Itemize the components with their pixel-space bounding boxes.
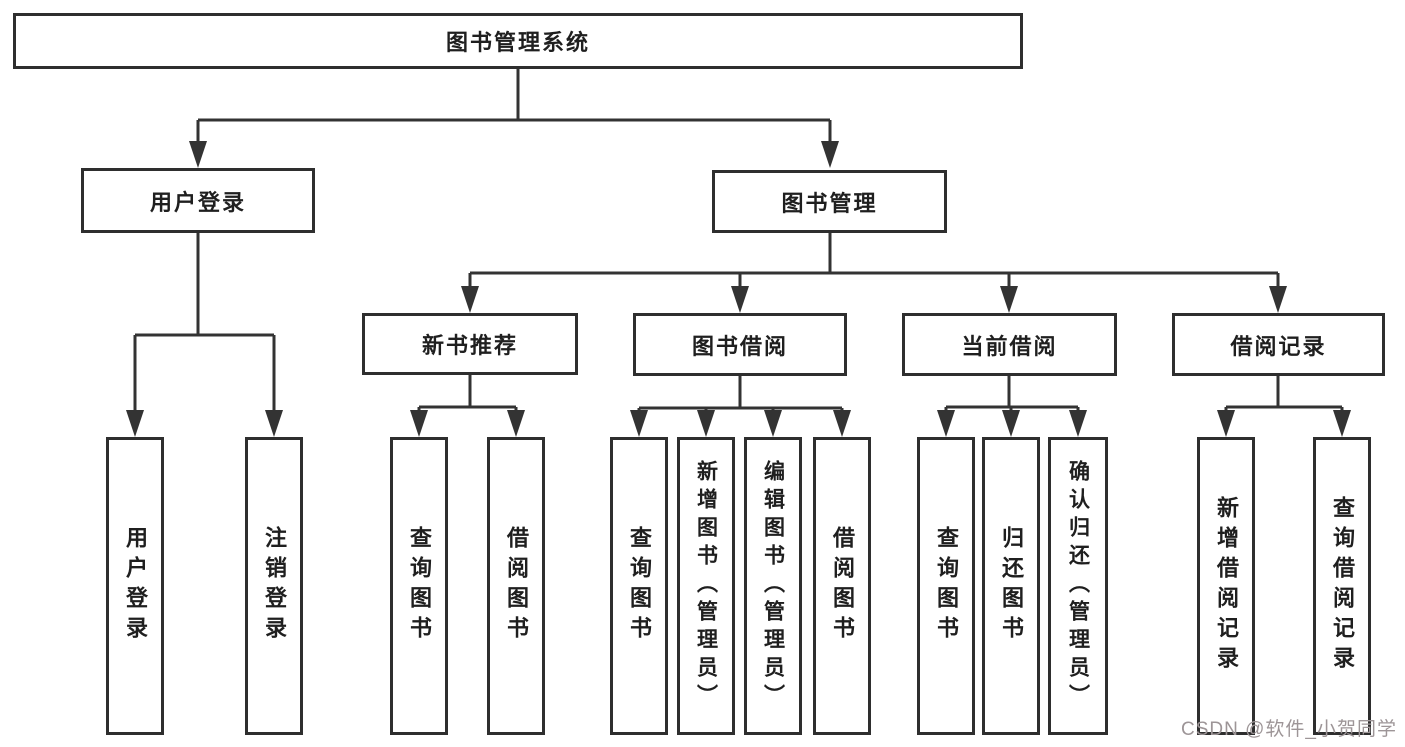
leaf-label: 借阅图书 — [830, 526, 855, 646]
leaf-label: 新增借阅记录 — [1214, 496, 1239, 676]
node-label: 用户登录 — [149, 189, 246, 215]
node-label: 新书推荐 — [421, 333, 518, 358]
leaf-label: 确认归还（管理员） — [1066, 460, 1090, 712]
leaf-label: 用户登录 — [123, 526, 148, 646]
leaf-logout: 注销登录 — [245, 437, 303, 735]
node-label: 当前借阅 — [961, 333, 1058, 359]
node-label: 图书借阅 — [691, 333, 788, 359]
leaf-return-books: 归还图书 — [982, 437, 1040, 735]
leaf-query-books-recommend: 查询图书 — [390, 437, 448, 735]
node-new-book-recommendation: 新书推荐 — [362, 313, 578, 375]
node-borrowing-records: 借阅记录 — [1172, 313, 1385, 376]
leaf-user-login: 用户登录 — [106, 437, 164, 735]
leaf-query-books-current: 查询图书 — [917, 437, 975, 735]
leaf-label: 查询图书 — [934, 526, 959, 646]
leaf-label: 归还图书 — [999, 526, 1024, 646]
leaf-query-books-borrowing: 查询图书 — [610, 437, 668, 735]
node-library-management-system: 图书管理系统 — [13, 13, 1023, 69]
leaf-label: 查询图书 — [627, 526, 652, 646]
leaf-edit-book-admin: 编辑图书（管理员） — [744, 437, 802, 735]
leaf-label: 查询图书 — [407, 526, 432, 646]
node-current-borrowing: 当前借阅 — [902, 313, 1117, 376]
arrowheads — [126, 141, 1351, 437]
node-book-management: 图书管理 — [712, 170, 947, 233]
leaf-borrow-books-borrowing: 借阅图书 — [813, 437, 871, 735]
node-label: 图书管理系统 — [445, 30, 590, 55]
node-label: 借阅记录 — [1230, 333, 1327, 359]
leaf-borrow-books-recommend: 借阅图书 — [487, 437, 545, 735]
leaf-confirm-return-admin: 确认归还（管理员） — [1048, 437, 1108, 735]
node-book-borrowing: 图书借阅 — [633, 313, 847, 376]
leaf-label: 新增图书（管理员） — [694, 460, 718, 712]
leaf-add-book-admin: 新增图书（管理员） — [677, 437, 735, 735]
leaf-label: 查询借阅记录 — [1330, 496, 1355, 676]
watermark-text: CSDN @软件_小贺同学 — [1181, 719, 1397, 740]
leaf-label: 编辑图书（管理员） — [761, 460, 785, 712]
node-user-login: 用户登录 — [81, 168, 315, 233]
leaf-label: 注销登录 — [262, 526, 287, 646]
leaf-label: 借阅图书 — [504, 526, 529, 646]
node-label: 图书管理 — [781, 190, 878, 216]
leaf-query-borrow-record: 查询借阅记录 — [1313, 437, 1371, 735]
leaf-add-borrow-record: 新增借阅记录 — [1197, 437, 1255, 735]
